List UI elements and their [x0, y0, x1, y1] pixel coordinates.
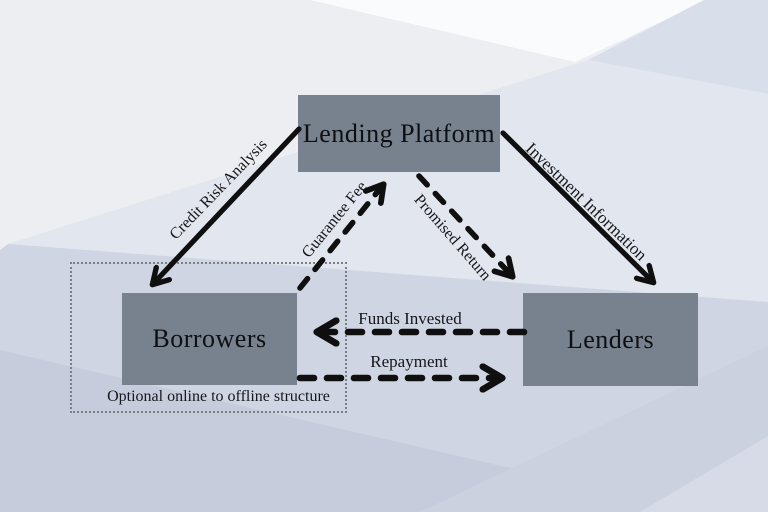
node-borrowers-label: Borrowers [152, 324, 267, 353]
node-borrowers: Borrowers [122, 293, 297, 385]
edge-label-repayment: Repayment [370, 352, 448, 371]
node-lenders-label: Lenders [566, 324, 655, 354]
edge-label-funds-invested: Funds Invested [358, 309, 462, 328]
node-lending-platform-label: Lending Platform [302, 118, 496, 148]
optional-structure-caption: Optional online to offline structure [107, 388, 330, 405]
node-lenders: Lenders [523, 293, 698, 386]
node-lending-platform: Lending Platform [298, 95, 500, 172]
